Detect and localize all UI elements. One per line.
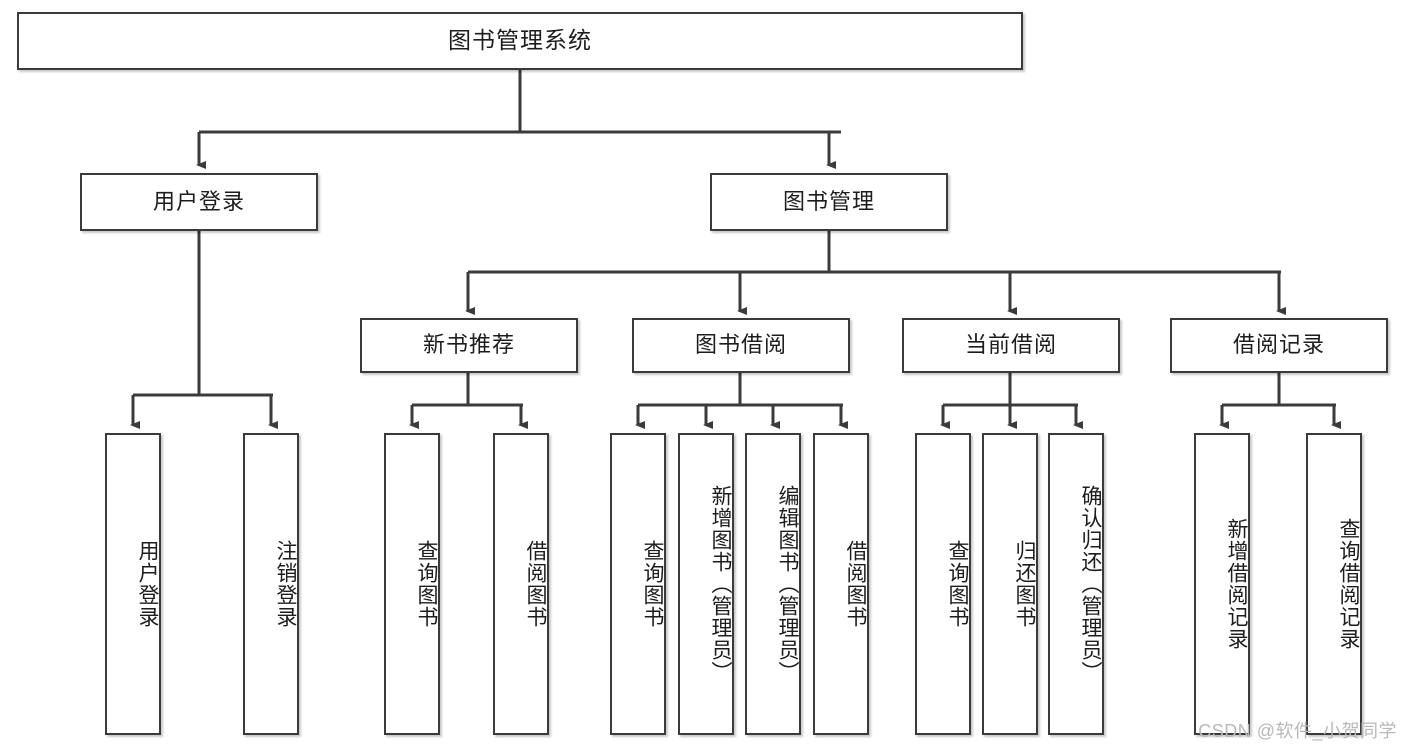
node-book-borrow-label: 图书借阅 (694, 332, 787, 358)
node-leaf-return-book[interactable]: 归还图书 (982, 433, 1038, 735)
node-leaf-borrow-book-new-label: 借阅图书 (524, 540, 547, 628)
node-leaf-add-book-admin-label: 新增图书（管理员） (709, 485, 732, 683)
node-leaf-logout-label: 注销登录 (274, 540, 297, 628)
node-leaf-add-book-admin[interactable]: 新增图书（管理员） (678, 433, 734, 735)
node-leaf-query-book-current[interactable]: 查询图书 (915, 433, 971, 735)
node-root-label: 图书管理系统 (448, 27, 592, 54)
node-leaf-edit-book-admin[interactable]: 编辑图书（管理员） (745, 433, 801, 735)
node-leaf-logout[interactable]: 注销登录 (243, 433, 299, 735)
node-leaf-query-book-new-label: 查询图书 (415, 540, 438, 628)
watermark-csdn: CSDN @软件_小贺同学 (1198, 721, 1397, 741)
node-leaf-confirm-return-admin[interactable]: 确认归还（管理员） (1048, 433, 1104, 735)
node-root[interactable]: 图书管理系统 (17, 12, 1023, 70)
node-leaf-user-login[interactable]: 用户登录 (105, 433, 161, 735)
node-leaf-edit-book-admin-label: 编辑图书（管理员） (776, 485, 799, 683)
node-book-management-label: 图书管理 (782, 188, 875, 214)
node-book-management[interactable]: 图书管理 (710, 173, 948, 231)
node-leaf-query-borrow-record[interactable]: 查询借阅记录 (1306, 433, 1362, 735)
node-new-book-recommend-label: 新书推荐 (422, 332, 515, 358)
node-leaf-query-book-borrow[interactable]: 查询图书 (610, 433, 666, 735)
node-leaf-borrow-book[interactable]: 借阅图书 (813, 433, 869, 735)
node-leaf-add-borrow-record-label: 新增借阅记录 (1225, 518, 1248, 650)
node-user-login-label: 用户登录 (152, 188, 245, 214)
node-current-borrow[interactable]: 当前借阅 (902, 318, 1120, 373)
node-leaf-query-book-new[interactable]: 查询图书 (384, 433, 440, 735)
node-borrow-record[interactable]: 借阅记录 (1170, 318, 1388, 373)
node-leaf-confirm-return-admin-label: 确认归还（管理员） (1079, 485, 1102, 683)
node-leaf-query-book-current-label: 查询图书 (946, 540, 969, 628)
node-leaf-return-book-label: 归还图书 (1013, 540, 1036, 628)
node-new-book-recommend[interactable]: 新书推荐 (360, 318, 578, 373)
node-leaf-borrow-book-new[interactable]: 借阅图书 (493, 433, 549, 735)
node-leaf-add-borrow-record[interactable]: 新增借阅记录 (1194, 433, 1250, 735)
node-current-borrow-label: 当前借阅 (964, 332, 1057, 358)
node-user-login[interactable]: 用户登录 (80, 173, 318, 231)
node-borrow-record-label: 借阅记录 (1232, 332, 1325, 358)
node-leaf-query-book-borrow-label: 查询图书 (641, 540, 664, 628)
node-book-borrow[interactable]: 图书借阅 (632, 318, 850, 373)
node-leaf-borrow-book-label: 借阅图书 (844, 540, 867, 628)
node-leaf-user-login-label: 用户登录 (136, 540, 159, 628)
node-leaf-query-borrow-record-label: 查询借阅记录 (1337, 518, 1360, 650)
